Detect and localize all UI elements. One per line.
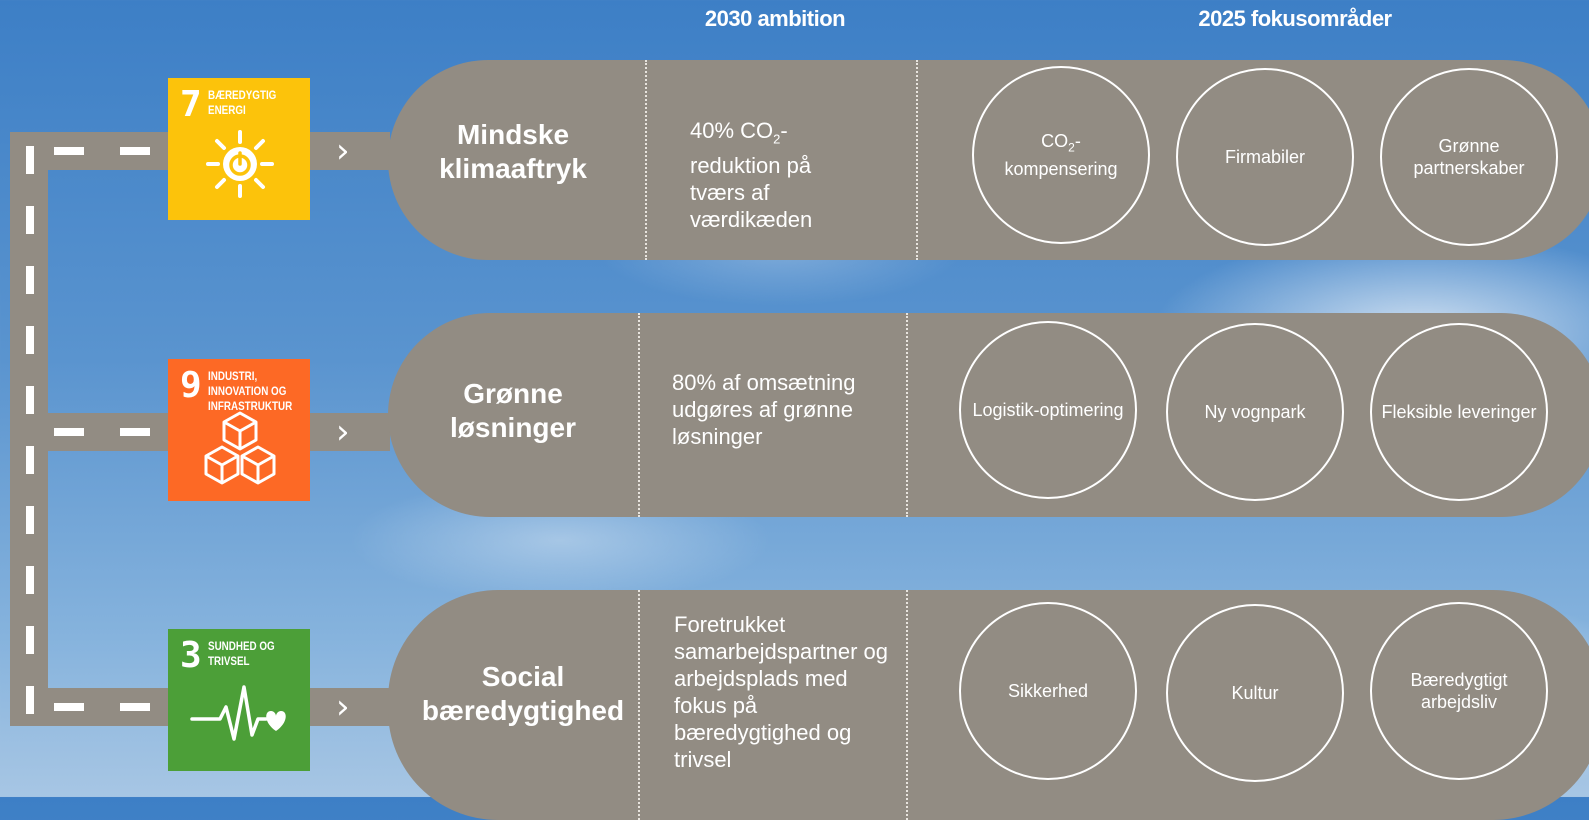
column-divider	[638, 590, 640, 820]
ambition-text: 40% CO2- reduktion på tværs af værdikæde…	[690, 118, 813, 233]
focus-circle-ny-vognpark: Ny vognpark	[1166, 323, 1344, 501]
sdg-number: 3	[180, 635, 202, 676]
column-divider	[916, 60, 918, 260]
row-gronne-losninger: Grønne løsninger 80% af omsætning udgøre…	[388, 313, 1589, 517]
row-title: Social bæredygtighed	[421, 661, 625, 726]
sdg-7-tile: 7 BÆREDYGTIG ENERGI	[168, 78, 310, 220]
ambition-text: 80% af omsætning udgøres af grønne løsni…	[672, 370, 856, 449]
cubes-icon	[204, 411, 276, 485]
sdg-9-tile: 9 INDUSTRI, INNOVATION OG INFRASTRUKTUR	[168, 359, 310, 501]
row-mindske-klimaaftryk: Mindske klimaaftryk 40% CO2- reduktion p…	[388, 60, 1589, 260]
chevron-right-icon: ›	[336, 131, 350, 171]
column-divider	[638, 313, 640, 517]
row-title: Mindske klimaaftryk	[439, 119, 587, 184]
sdg-label: INDUSTRI, INNOVATION OG INFRASTRUKTUR	[208, 369, 293, 413]
focus-circle-co2-kompensering: CO2-kompensering	[972, 66, 1150, 244]
heading-2025-focus-areas: 2025 fokusområder	[1198, 6, 1392, 31]
chevron-right-icon: ›	[336, 687, 350, 727]
sdg-number: 7	[180, 84, 202, 125]
sdg-label: BÆREDYGTIG ENERGI	[208, 88, 277, 117]
chevron-right-icon: ›	[336, 412, 350, 452]
sdg-number: 9	[180, 365, 202, 406]
focus-circle-kultur: Kultur	[1166, 604, 1344, 782]
sun-power-icon	[206, 130, 274, 198]
focus-circle-gronne-partnerskaber: Grønne partnerskaber	[1380, 68, 1558, 246]
focus-circle-firmabiler: Firmabiler	[1176, 68, 1354, 246]
column-divider	[645, 60, 647, 260]
focus-circle-logistik-optimering: Logistik-optimering	[959, 321, 1137, 499]
focus-circle-baeredygtigt-arbejdsliv: Bæredygtigt arbejdsliv	[1370, 602, 1548, 780]
heading-2030-ambition: 2030 ambition	[704, 6, 846, 31]
sdg-3-tile: 3 SUNDHED OG TRIVSEL	[168, 629, 310, 771]
sdg-label: SUNDHED OG TRIVSEL	[208, 639, 275, 668]
ambition-text: Foretrukket samarbejdspartner og arbejds…	[674, 612, 889, 772]
focus-circle-sikkerhed: Sikkerhed	[959, 602, 1137, 780]
column-divider	[906, 590, 908, 820]
column-divider	[906, 313, 908, 517]
row-social-baeredygtighed: Social bæredygtighed Foretrukket samarbe…	[388, 590, 1589, 820]
row-title: Grønne løsninger	[449, 378, 576, 443]
focus-circle-fleksible-leveringer: Fleksible leveringer	[1370, 323, 1548, 501]
heartbeat-icon	[190, 685, 286, 741]
